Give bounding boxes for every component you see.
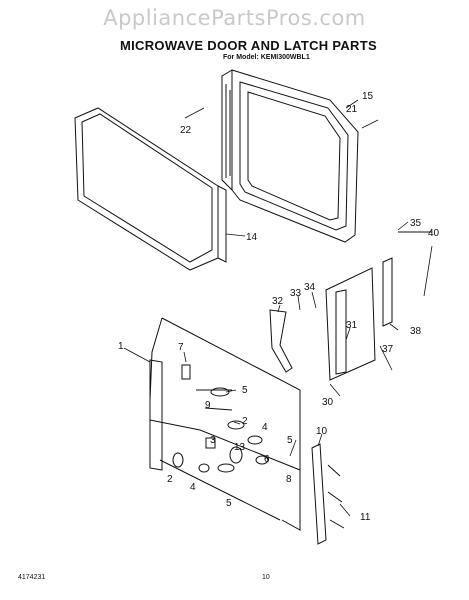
callout-7: 7 [178,342,184,353]
callout-10: 10 [316,426,328,437]
door-outer-panel [74,107,227,271]
callout-21: 21 [346,104,358,115]
callout-32: 32 [272,296,284,307]
callout-5a: 5 [242,385,248,396]
callout-30: 30 [322,397,334,408]
callout-22: 22 [180,125,192,136]
small-parts [172,231,432,473]
callout-15: 15 [362,91,374,102]
leader-lines [123,99,433,517]
callout-33: 33 [290,288,302,299]
callout-4b: 4 [190,482,196,493]
callout-8: 8 [286,474,292,485]
door-bar [311,443,345,545]
callout-9: 9 [205,400,211,411]
callout-35: 35 [410,218,422,229]
callout-3: 3 [210,435,216,446]
watermark: AppliancePartsPros.com [103,6,366,30]
callout-14: 14 [246,232,258,243]
callout-40: 40 [428,228,440,239]
callout-labels: 15 21 22 14 35 40 34 33 32 31 38 37 30 1… [118,91,440,523]
latch-plate [325,257,393,381]
callout-13: 13 [234,442,246,453]
model-label: For Model: KEMI300WBL1 [223,54,310,61]
callout-4a: 4 [262,422,268,433]
callout-2a: 2 [242,416,248,427]
callout-6: 6 [264,454,270,465]
callout-1: 1 [118,341,124,352]
callout-31: 31 [346,320,358,331]
callout-2b: 2 [167,474,173,485]
callout-37: 37 [382,344,394,355]
callout-5b: 5 [287,435,293,446]
footer-part-number: 4174231 [18,574,46,581]
lower-bracket [149,317,301,531]
callout-38: 38 [410,326,422,337]
footer-page-number: 10 [262,574,270,581]
door-inner-frame [221,69,359,243]
callout-11: 11 [360,512,371,523]
page-title: MICROWAVE DOOR AND LATCH PARTS [120,38,377,53]
callout-5c: 5 [226,498,232,509]
callout-34: 34 [304,282,316,293]
latch-lever [269,309,293,373]
